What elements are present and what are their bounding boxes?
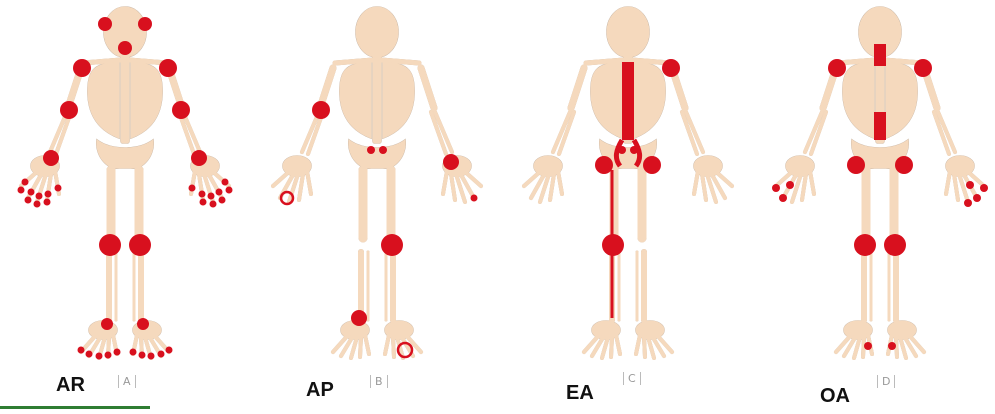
inflamed-hand-dip xyxy=(973,194,981,202)
inflamed-left-hand-dip xyxy=(471,195,478,202)
inflamed-hips xyxy=(895,156,913,174)
panel-label-ea: EA xyxy=(566,382,594,405)
inflamed-temporomandibular xyxy=(118,41,132,55)
inflamed-hand-dip xyxy=(779,194,787,202)
inflamed-sacroiliac xyxy=(630,146,638,154)
inflamed-first-mtp xyxy=(888,342,896,350)
panel-label-ar: AR xyxy=(56,374,85,397)
inflamed-toe-joints xyxy=(86,351,93,358)
inflamed-ankles xyxy=(137,318,149,330)
inflamed-finger-joints xyxy=(226,187,233,194)
inflamed-hips xyxy=(595,156,613,174)
inflamed-finger-joints xyxy=(55,185,62,192)
panel-letter-a: A xyxy=(118,375,136,388)
inflamed-hand-dip xyxy=(980,184,988,192)
skeleton-panel-ar xyxy=(18,7,233,360)
inflamed-first-mtp xyxy=(864,342,872,350)
panel-label-oa: OA xyxy=(820,385,850,408)
inflamed-finger-joints xyxy=(18,187,25,194)
inflamed-toe-joints xyxy=(96,353,103,360)
inflamed-hand-pip xyxy=(786,181,794,189)
panel-letter-d: D xyxy=(877,375,895,388)
panel-letter-c: C xyxy=(623,372,641,385)
inflamed-sacroiliac xyxy=(367,146,375,154)
inflamed-knees xyxy=(129,234,151,256)
inflamed-toe-joints xyxy=(78,347,85,354)
inflamed-ankles xyxy=(101,318,113,330)
inflamed-finger-joints xyxy=(219,197,226,204)
skeleton-figure xyxy=(524,7,732,358)
inflamed-hand-dip xyxy=(964,199,972,207)
inflamed-elbows xyxy=(172,101,190,119)
inflamed-knees xyxy=(884,234,906,256)
inflamed-finger-joints xyxy=(200,199,207,206)
inflamed-sacroiliac xyxy=(379,146,387,154)
inflamed-knees xyxy=(99,234,121,256)
skeleton-figure xyxy=(273,7,481,358)
inflamed-finger-joints xyxy=(199,191,206,198)
inflamed-toe-joints xyxy=(139,352,146,359)
inflamed-finger-joints xyxy=(34,201,41,208)
inflamed-toe-joints xyxy=(130,349,137,356)
inflamed-finger-joints xyxy=(22,179,29,186)
inflamed-sacroiliac xyxy=(618,146,626,154)
inflamed-shoulders xyxy=(914,59,932,77)
inflamed-finger-joints xyxy=(222,179,229,186)
inflamed-skull xyxy=(138,17,152,31)
inflamed-wrists xyxy=(43,150,59,166)
inflamed-finger-joints xyxy=(210,201,217,208)
inflamed-toe-joints xyxy=(148,353,155,360)
inflamed-knees xyxy=(854,234,876,256)
inflamed-wrists xyxy=(191,150,207,166)
inflamed-finger-joints xyxy=(36,193,43,200)
panel-letter-b: B xyxy=(370,375,388,388)
inflamed-cervical-spine xyxy=(874,44,886,66)
inflamed-toe-joints xyxy=(114,349,121,356)
inflamed-elbows xyxy=(60,101,78,119)
skeleton-panel-ea xyxy=(524,7,732,358)
inflamed-shoulders xyxy=(828,59,846,77)
inflamed-hips xyxy=(847,156,865,174)
inflamed-lumbar-spine xyxy=(874,112,886,140)
inflamed-left-shoulder xyxy=(662,59,680,77)
skeleton-figure xyxy=(21,7,229,358)
inflamed-hips xyxy=(643,156,661,174)
inflamed-shoulders xyxy=(159,59,177,77)
inflamed-skull xyxy=(98,17,112,31)
panel-label-ap: AP xyxy=(306,379,334,402)
inflamed-left-knee xyxy=(381,234,403,256)
inflamed-left-elbow xyxy=(312,101,330,119)
inflamed-finger-joints xyxy=(208,193,215,200)
inflamed-spine xyxy=(622,62,634,140)
inflamed-finger-joints xyxy=(216,189,223,196)
inflamed-finger-joints xyxy=(28,189,35,196)
skeleton-panel-oa xyxy=(772,7,988,358)
skeleton-panel-ap xyxy=(273,7,481,358)
inflamed-finger-joints xyxy=(189,185,196,192)
inflamed-toe-joints xyxy=(158,351,165,358)
inflamed-toe-joints xyxy=(105,352,112,359)
inflamed-hand-pip xyxy=(966,181,974,189)
inflamed-finger-joints xyxy=(44,199,51,206)
inflamed-hand-dip xyxy=(772,184,780,192)
inflamed-finger-joints xyxy=(25,197,32,204)
inflamed-finger-joints xyxy=(45,191,52,198)
inflamed-right-ankle xyxy=(351,310,367,326)
inflamed-toe-joints xyxy=(166,347,173,354)
inflamed-shoulders xyxy=(73,59,91,77)
inflamed-left-wrist xyxy=(443,154,459,170)
